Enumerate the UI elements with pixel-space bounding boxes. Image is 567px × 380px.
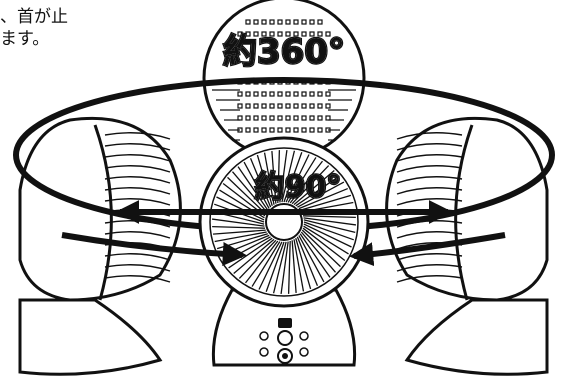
label-90-fill: 約90° <box>255 170 342 205</box>
power-button-icon <box>282 353 288 359</box>
caption-line-1: 、首が止 <box>0 7 68 27</box>
label-90: 約90° <box>255 170 342 205</box>
caption-text: 、首が止 ます。 <box>0 6 68 50</box>
caption-line-2: ます。 <box>0 29 50 49</box>
double-arrow-icon <box>61 200 506 267</box>
control-panel <box>259 318 309 364</box>
fan-side-right-icon <box>385 116 549 376</box>
label-360: 約360° <box>223 32 345 72</box>
label-360-fill: 約360° <box>223 32 345 72</box>
